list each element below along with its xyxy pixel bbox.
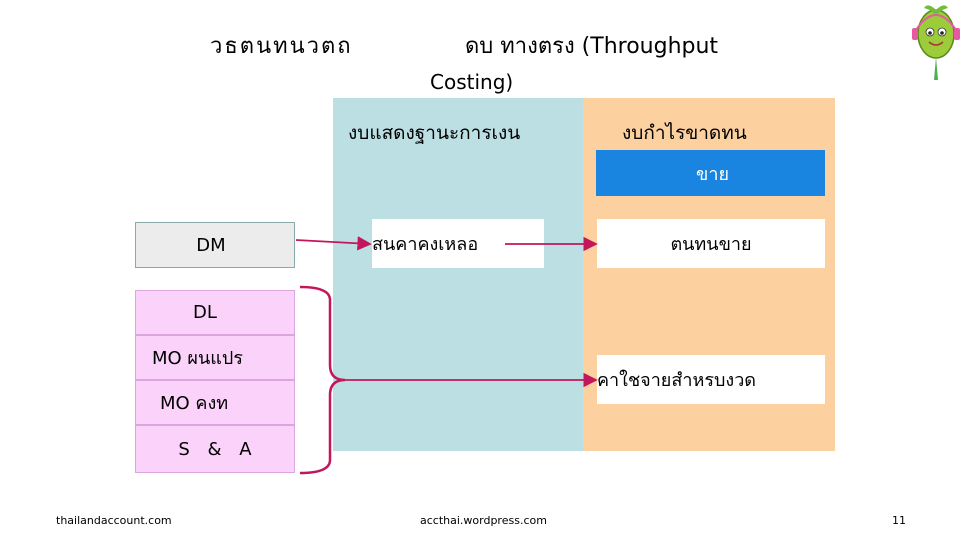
variable-overhead-box: MO ผนแปร xyxy=(135,335,295,380)
cogs-box: ตนทนขาย xyxy=(597,219,825,268)
title-part-2: ดบ ทางตรง (Throughput xyxy=(465,34,719,59)
period-expense-box: คาใชจายสำหรบงวด xyxy=(597,355,825,404)
balance-sheet-panel xyxy=(333,98,583,451)
fixed-overhead-box: MO คงท xyxy=(135,380,295,425)
page-number: 11 xyxy=(892,514,906,527)
title-part-1: วธตนทนวตถ xyxy=(210,34,353,59)
income-statement-header: งบกำไรขาดทน xyxy=(622,122,747,144)
dm-to-inventory-arrow xyxy=(295,236,372,251)
sales-box: ขาย xyxy=(596,150,825,196)
selling-admin-box: S & A xyxy=(135,425,295,473)
cost-bracket xyxy=(299,285,346,475)
title-part-3: Costing) xyxy=(430,70,514,94)
direct-material-box: DM xyxy=(135,222,295,268)
footer-center-url: accthai.wordpress.com xyxy=(420,514,547,527)
balance-sheet-header: งบแสดงฐานะการเงน xyxy=(348,122,521,144)
cartoon-mascot-icon xyxy=(908,2,960,82)
direct-labor-box: DL xyxy=(135,290,295,335)
footer-left-url: thailandaccount.com xyxy=(56,514,172,527)
